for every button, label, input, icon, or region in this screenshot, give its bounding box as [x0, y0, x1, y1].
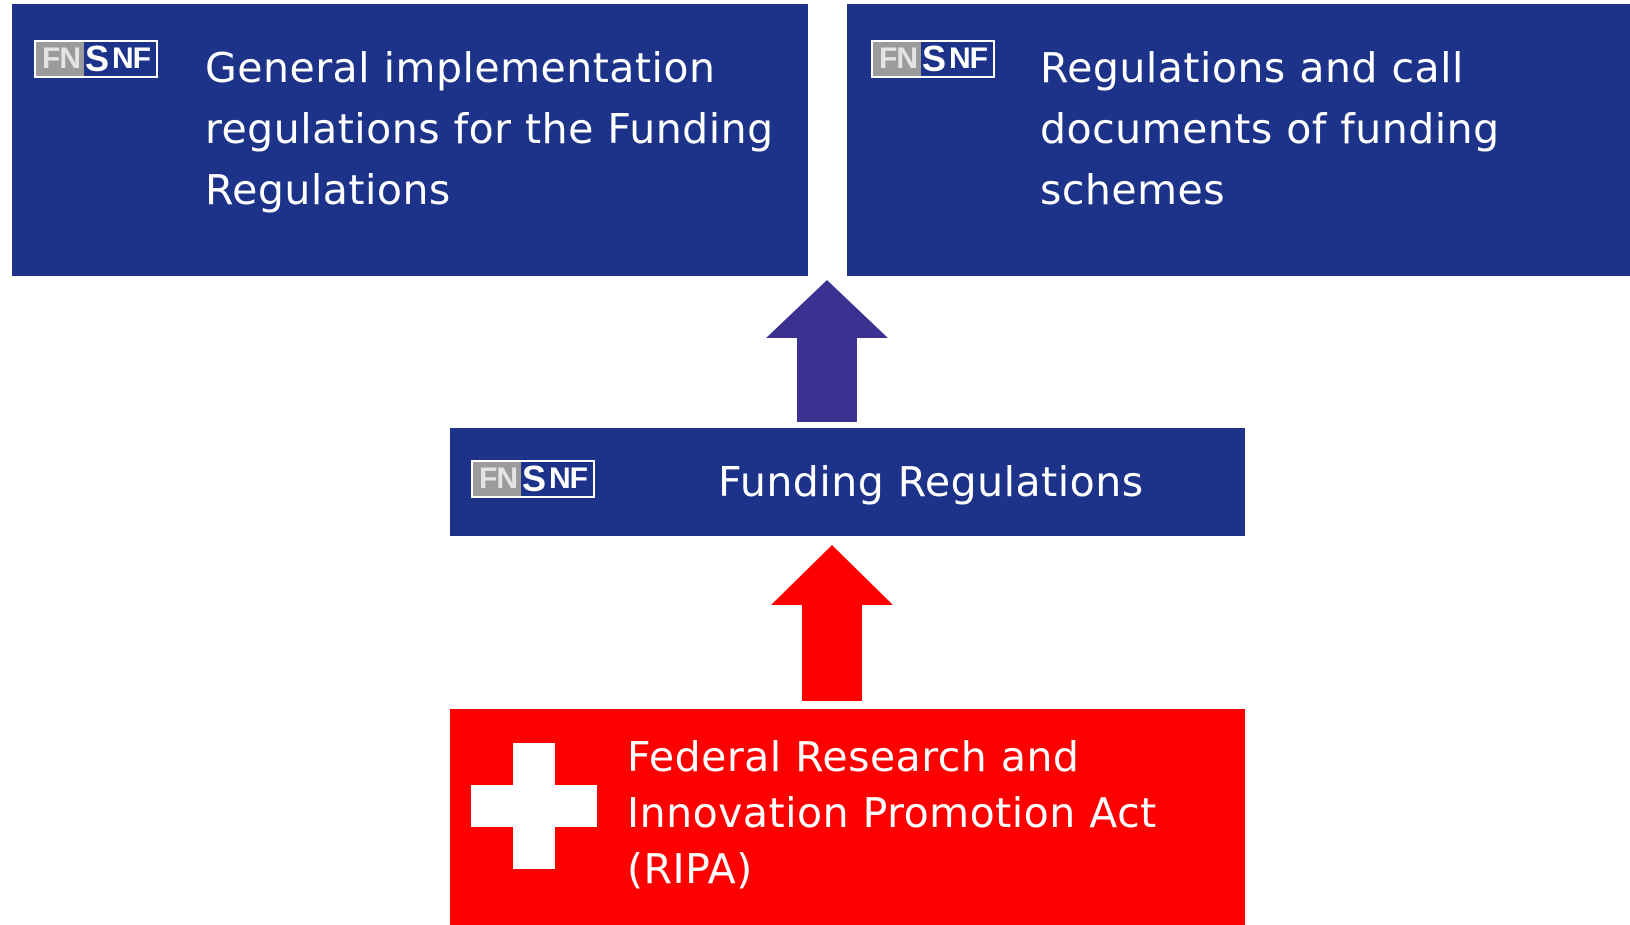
regulations-call-documents-box: FN S NF Regulations and call documents o…: [847, 4, 1630, 276]
snf-logo: FN S NF: [871, 40, 996, 78]
up-arrow-blue-icon: [766, 280, 888, 422]
snf-logo-fn: FN: [473, 462, 521, 496]
ripa-label: Federal Research and Innovation Promotio…: [627, 733, 1157, 893]
funding-regulations-box: FN S NF Funding Regulations: [450, 428, 1245, 536]
snf-logo-fn: FN: [36, 42, 84, 76]
snf-logo-s: S: [921, 40, 948, 78]
snf-logo-nf: NF: [947, 42, 994, 76]
snf-logo-nf: NF: [110, 42, 157, 76]
swiss-cross-icon: [471, 743, 597, 869]
regulations-call-documents-label: Regulations and call documents of fundin…: [1040, 44, 1500, 214]
funding-regulations-label: Funding Regulations: [718, 458, 1144, 506]
snf-logo: FN S NF: [471, 460, 596, 498]
snf-logo-fn: FN: [873, 42, 921, 76]
snf-logo: FN S NF: [34, 40, 159, 78]
general-implementation-regulations-label: General implementation regulations for t…: [205, 44, 774, 214]
up-arrow-red-icon: [771, 545, 893, 701]
snf-logo-s: S: [521, 460, 548, 498]
snf-logo-nf: NF: [547, 462, 594, 496]
ripa-box: Federal Research and Innovation Promotio…: [450, 709, 1245, 925]
snf-logo-s: S: [84, 40, 111, 78]
general-implementation-regulations-box: FN S NF General implementation regulatio…: [12, 4, 808, 276]
